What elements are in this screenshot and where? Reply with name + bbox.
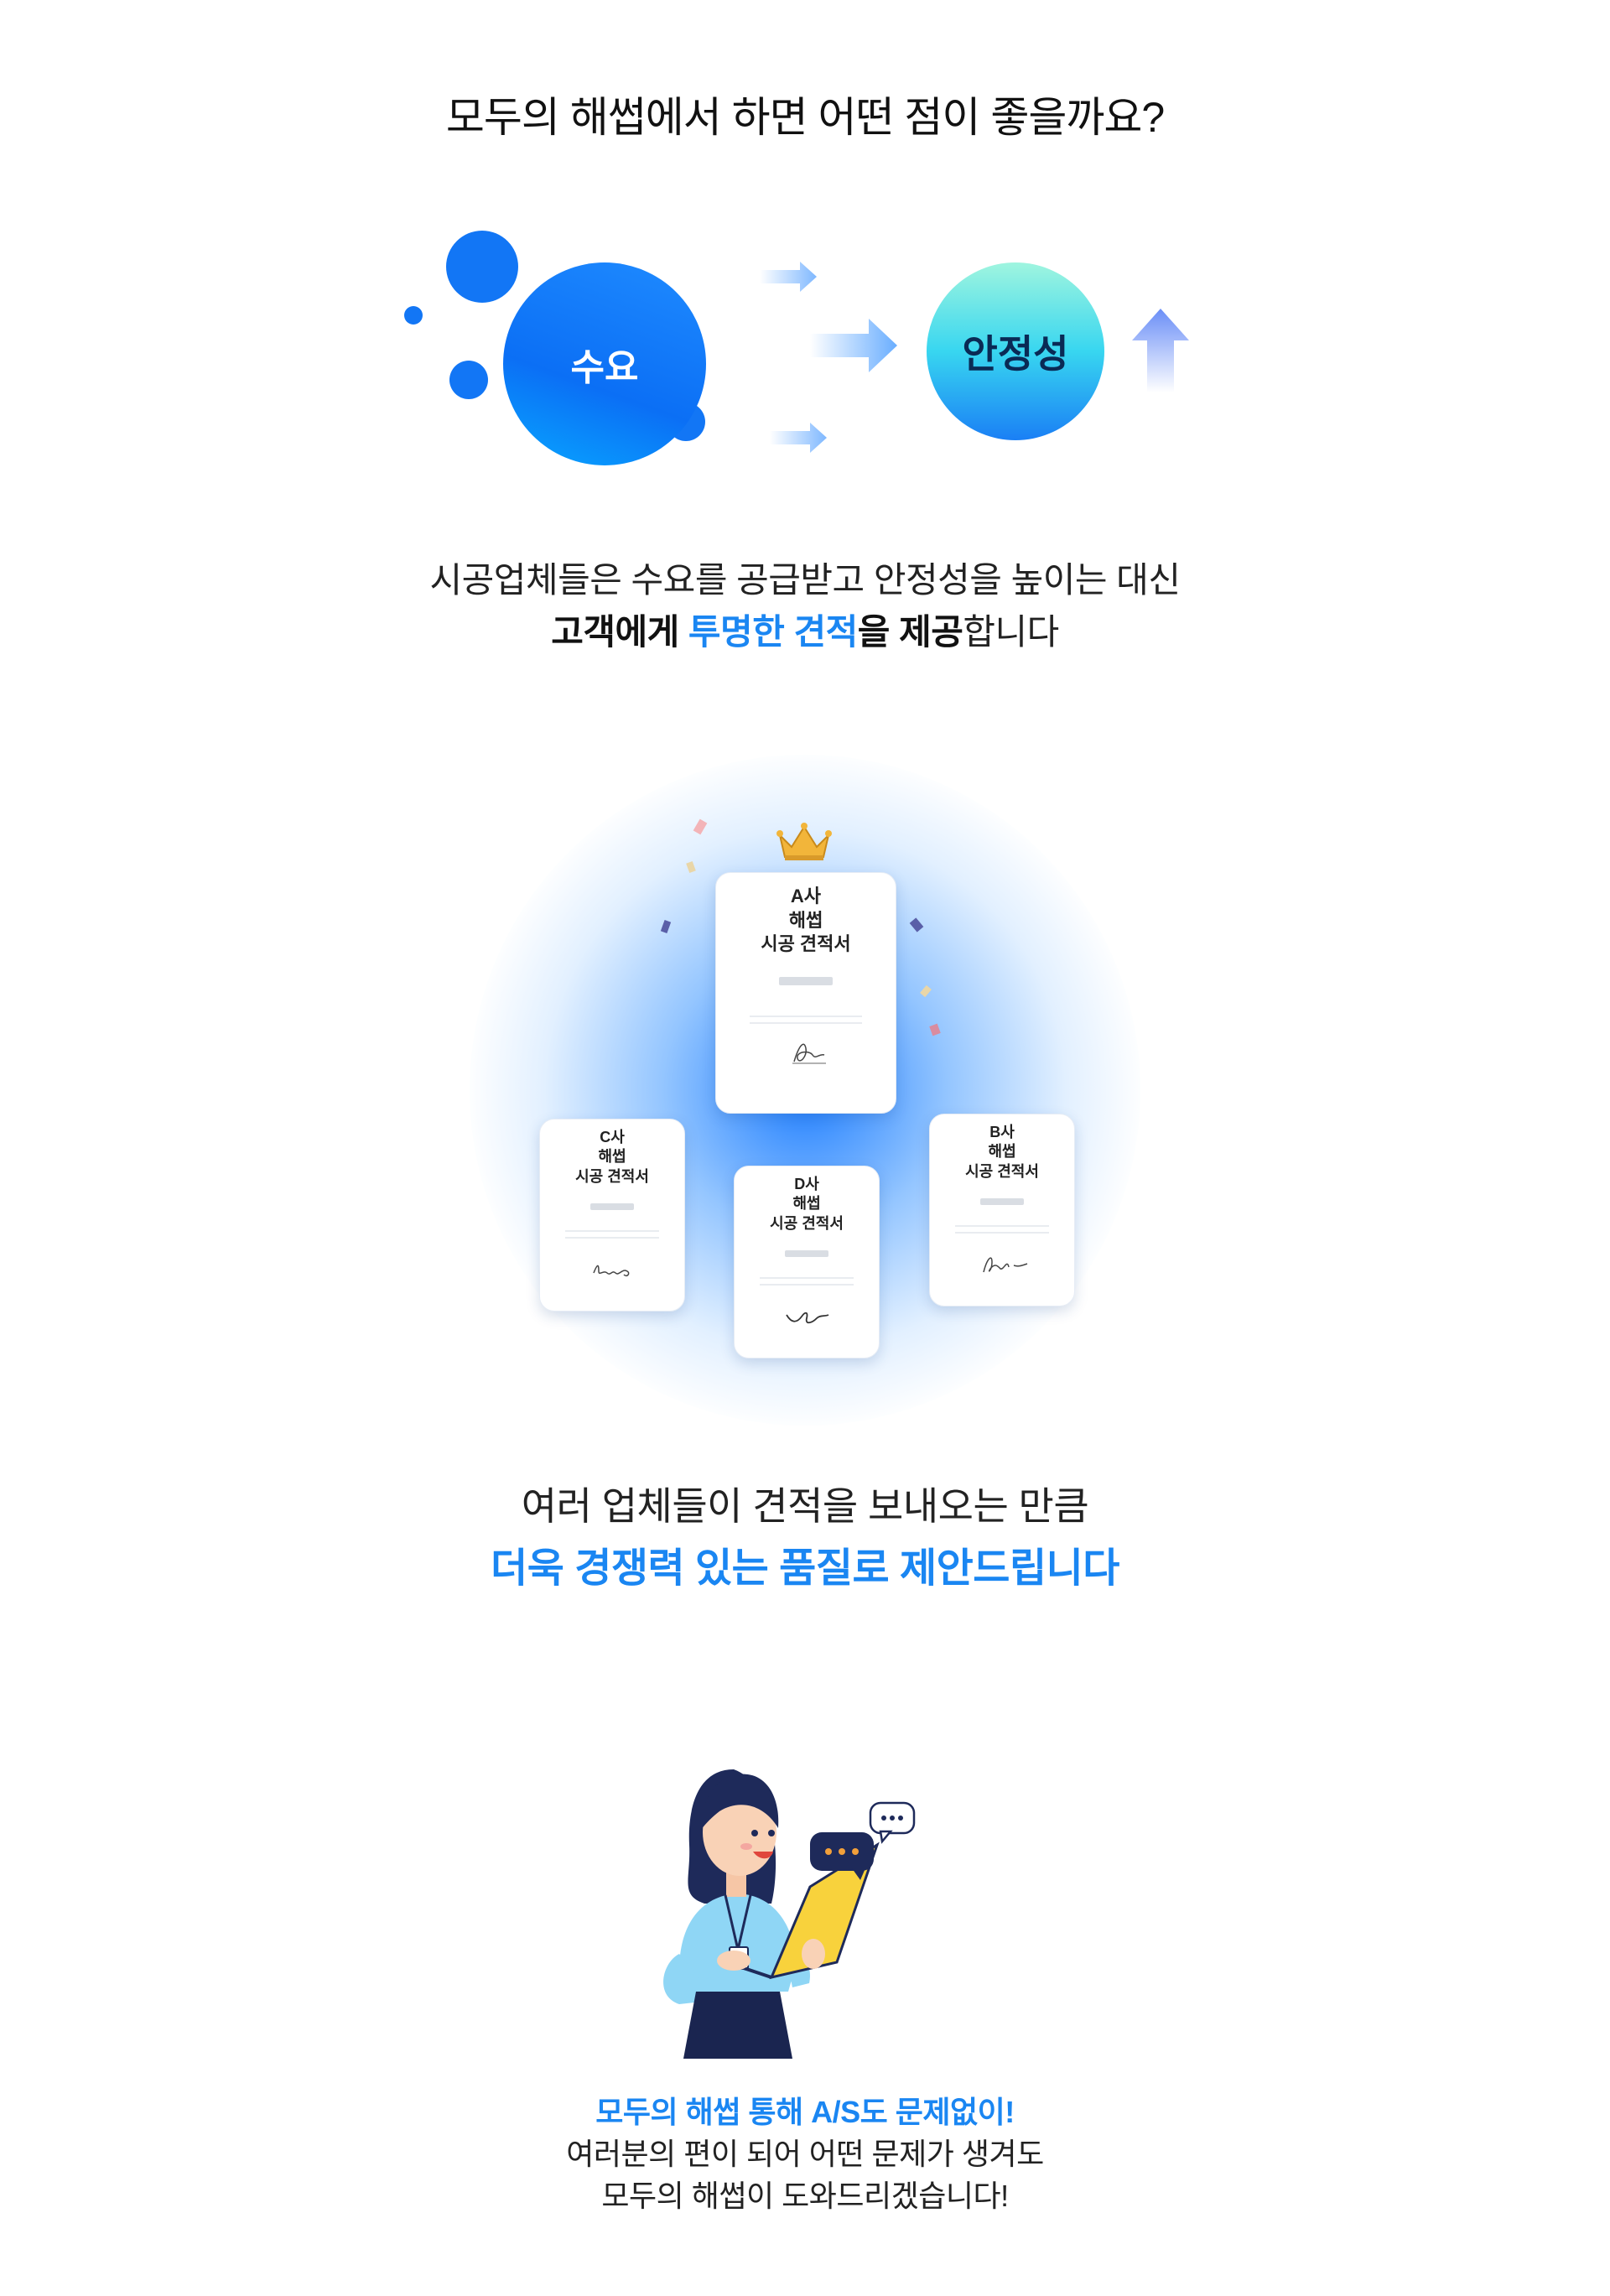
section2-line1: 여러 업체들이 견적을 보내오는 만큼 — [521, 1484, 1089, 1528]
section3-line3: 모두의 해썹이 도와드리겠습니다! — [601, 2179, 1009, 2213]
card-b-line — [955, 1232, 1049, 1234]
section2-line2: 더욱 경쟁력 있는 품질로 제안드립니다 — [491, 1546, 1119, 1591]
demand-bubble: 수요 — [503, 262, 706, 465]
card-c-line3: 시공 견적서 — [575, 1167, 649, 1185]
section1-desc-line1: 시공업체들은 수요를 공급받고 안정성을 높이는 대신 — [429, 560, 1181, 600]
card-b-line — [955, 1225, 1049, 1227]
card-d-company: D사 — [794, 1176, 819, 1192]
stability-label: 안정성 — [962, 332, 1069, 376]
crown-icon — [776, 823, 832, 860]
section3-line1: 모두의 해썹 통해 A/S도 문제없이! — [595, 2095, 1015, 2129]
card-b-line2: 해썹 — [988, 1143, 1016, 1161]
desc-part-transparent-quote: 투명한 견적 — [688, 612, 858, 652]
arrow-right-icon — [760, 262, 817, 292]
card-a-line — [750, 1016, 862, 1017]
card-d-line2: 해썹 — [792, 1195, 821, 1213]
card-d-line — [760, 1284, 854, 1286]
quote-card-b: B사 해썹 시공 견적서 — [929, 1114, 1075, 1306]
stability-bubble: 안정성 — [927, 262, 1104, 440]
desc-part-customer: 고객에게 — [551, 612, 679, 652]
card-c-title: C사 해썹 시공 견적서 — [540, 1128, 684, 1187]
decor-dot-medium — [449, 361, 488, 399]
card-d-line3: 시공 견적서 — [770, 1214, 844, 1232]
card-c-line — [565, 1230, 659, 1232]
card-d-line — [760, 1277, 854, 1279]
card-c-line — [565, 1237, 659, 1239]
quote-card-d: D사 해썹 시공 견적서 — [734, 1166, 880, 1358]
desc-part-particle: 을 — [857, 612, 891, 652]
card-d-signature-icon — [786, 1312, 829, 1324]
card-a-line — [750, 1022, 862, 1024]
card-c-line2: 해썹 — [598, 1148, 626, 1166]
desc-part-end: 합니다 — [963, 612, 1059, 652]
desc-part-provide: 제공 — [899, 612, 963, 652]
card-b-line3: 시공 견적서 — [965, 1162, 1039, 1180]
woman-with-laptop-illustration — [663, 1769, 916, 2059]
card-b-bar — [980, 1198, 1024, 1205]
card-a-bar — [779, 977, 833, 985]
card-a-company: A사 — [790, 886, 822, 906]
card-c-company: C사 — [600, 1129, 625, 1145]
card-a-signature-icon — [792, 1043, 826, 1064]
card-c-signature-icon — [593, 1265, 630, 1277]
arrow-up-icon — [1132, 309, 1189, 392]
card-a-line3: 시공 견적서 — [761, 933, 851, 955]
section1-desc-line2: 고객에게 투명한 견적을 제공합니다 — [0, 604, 1610, 655]
quote-card-a: A사 해썹 시공 견적서 — [715, 872, 896, 1114]
quote-card-c: C사 해썹 시공 견적서 — [539, 1119, 685, 1312]
arrow-right-icon-bottom — [770, 423, 827, 453]
card-b-title: B사 해썹 시공 견적서 — [930, 1123, 1074, 1182]
card-a-title: A사 해썹 시공 견적서 — [716, 885, 896, 957]
card-a-line2: 해썹 — [788, 909, 823, 931]
section3-line2: 여러분의 편이 되어 어떤 문제가 생겨도 — [566, 2137, 1044, 2171]
card-b-signature-icon — [983, 1257, 1028, 1273]
card-c-bar — [590, 1203, 634, 1210]
arrow-right-large-icon — [810, 319, 897, 372]
decor-dot-small — [404, 306, 423, 325]
demand-label: 수요 — [570, 347, 639, 388]
decor-dot-large — [446, 231, 518, 303]
card-d-bar — [785, 1250, 828, 1257]
section1-heading: 모두의 해썹에서 하면 어떤 점이 좋을까요? — [445, 94, 1165, 141]
card-d-title: D사 해썹 시공 견적서 — [735, 1175, 879, 1234]
card-b-company: B사 — [989, 1124, 1015, 1140]
